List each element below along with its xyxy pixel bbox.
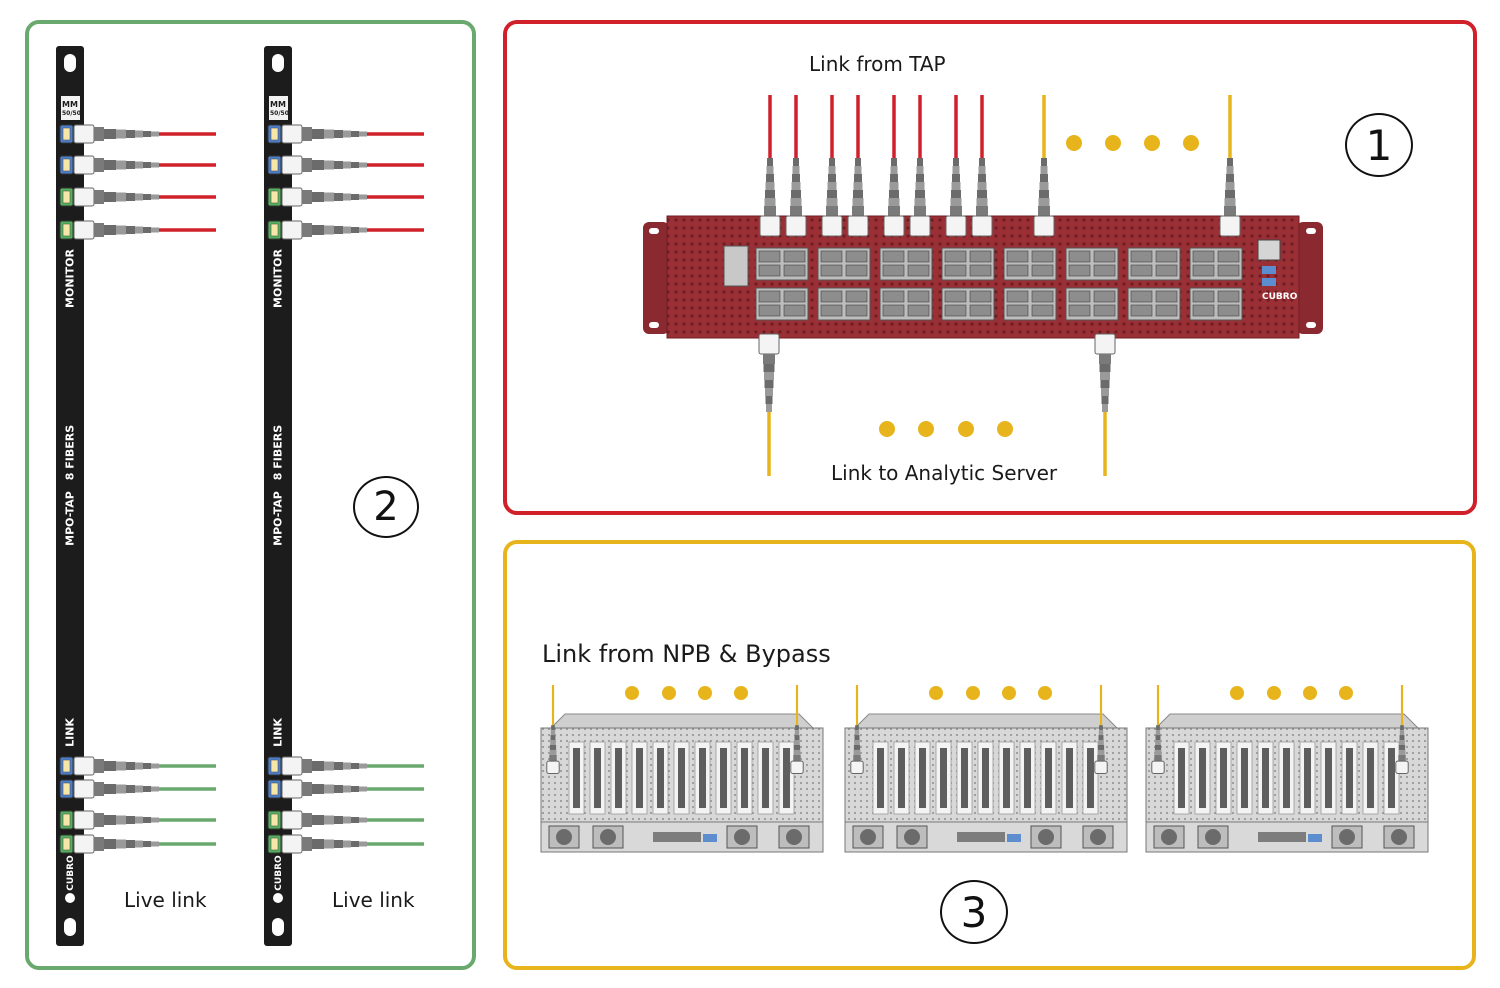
fiber-connector-icon	[59, 834, 216, 854]
fiber-connector-icon	[945, 95, 967, 237]
ellipsis-dots-icon	[1303, 686, 1317, 700]
fiber-connector-icon	[59, 779, 216, 799]
fiber-connector-icon	[790, 685, 804, 775]
fiber-connector-icon	[267, 756, 424, 776]
fiber-connector-icon	[909, 95, 931, 237]
strip-model-label: MPO-TAP	[271, 491, 285, 546]
strip-brand-label: CUBRO	[66, 855, 76, 891]
fiber-connector-icon	[59, 155, 216, 175]
fiber-connector-icon	[1094, 685, 1108, 775]
npb-fiber-group	[758, 95, 1241, 476]
fiber-connector-icon	[267, 810, 424, 830]
analytic-server	[1145, 713, 1429, 853]
tap-panel	[25, 20, 476, 970]
ellipsis-dots-icon	[1038, 686, 1052, 700]
npb-panel	[503, 20, 1477, 515]
strip-monitor-label: MONITOR	[63, 249, 77, 308]
ellipsis-dots-icon	[625, 686, 639, 700]
fiber-connector-icon	[1219, 95, 1241, 237]
strip-link-label: LINK	[63, 718, 77, 747]
ellipsis-dots-icon	[662, 686, 676, 700]
cubro-logo-icon	[65, 893, 75, 903]
analytic-server	[844, 713, 1128, 853]
strip-monitor-label: MONITOR	[271, 249, 285, 308]
fiber-connector-icon	[59, 124, 216, 144]
fiber-connector-icon	[821, 95, 843, 237]
fiber-connector-icon	[1395, 685, 1409, 775]
link-from-npb-label: Link from NPB & Bypass	[542, 640, 831, 668]
fiber-connector-icon	[267, 220, 424, 240]
fiber-connector-icon	[267, 779, 424, 799]
fiber-connector-icon	[267, 155, 424, 175]
mpo-tap-strip	[56, 46, 84, 946]
step-badge-3: 3	[940, 880, 1008, 944]
ellipsis-dots-icon	[1002, 686, 1016, 700]
fiber-connector-icon	[1033, 95, 1055, 237]
ellipsis-dots-icon	[1339, 686, 1353, 700]
fiber-connector-icon	[759, 95, 781, 237]
fiber-connector-icon	[267, 187, 424, 207]
fiber-connector-icon	[758, 333, 780, 476]
tap-fiber-group	[59, 124, 424, 903]
fiber-connector-icon	[1094, 333, 1116, 476]
step-badge-1: 1	[1345, 113, 1413, 177]
link-to-server-label: Link to Analytic Server	[831, 461, 1058, 485]
fiber-connector-icon	[59, 810, 216, 830]
live-link-caption: Live link	[332, 888, 415, 912]
link-from-tap-label: Link from TAP	[809, 52, 946, 76]
analytic-server	[540, 713, 824, 853]
fiber-connector-icon	[785, 95, 807, 237]
fiber-connector-icon	[883, 95, 905, 237]
fiber-connector-icon	[971, 95, 993, 237]
ellipsis-dots-icon	[929, 686, 943, 700]
ellipsis-dots-icon	[1230, 686, 1244, 700]
live-link-caption: Live link	[124, 888, 207, 912]
fiber-connector-icon	[1151, 685, 1165, 775]
strip-link-label: LINK	[271, 718, 285, 747]
ellipsis-dots-icon	[966, 686, 980, 700]
strip-brand-label: CUBRO	[274, 855, 284, 891]
fiber-connector-icon	[546, 685, 560, 775]
fiber-connector-icon	[847, 95, 869, 237]
step-badge-2: 2	[353, 476, 419, 538]
ellipsis-dots-icon	[734, 686, 748, 700]
npb-brand-label: CUBRO	[1262, 292, 1298, 302]
strip-model-label: MPO-TAP	[63, 491, 77, 546]
fiber-connector-icon	[59, 756, 216, 776]
analytic-servers	[540, 685, 1429, 853]
npb-port-cages	[755, 247, 1243, 321]
fiber-connector-icon	[267, 124, 424, 144]
ellipsis-dots-icon	[698, 686, 712, 700]
fiber-connector-icon	[59, 220, 216, 240]
fiber-connector-icon	[850, 685, 864, 775]
fiber-connector-icon	[59, 187, 216, 207]
cubro-logo-icon	[273, 893, 283, 903]
mpo-tap-strip	[264, 46, 292, 946]
fiber-connector-icon	[267, 834, 424, 854]
ellipsis-dots-icon	[879, 135, 1199, 437]
server-panel	[503, 540, 1476, 970]
ellipsis-dots-icon	[1267, 686, 1281, 700]
